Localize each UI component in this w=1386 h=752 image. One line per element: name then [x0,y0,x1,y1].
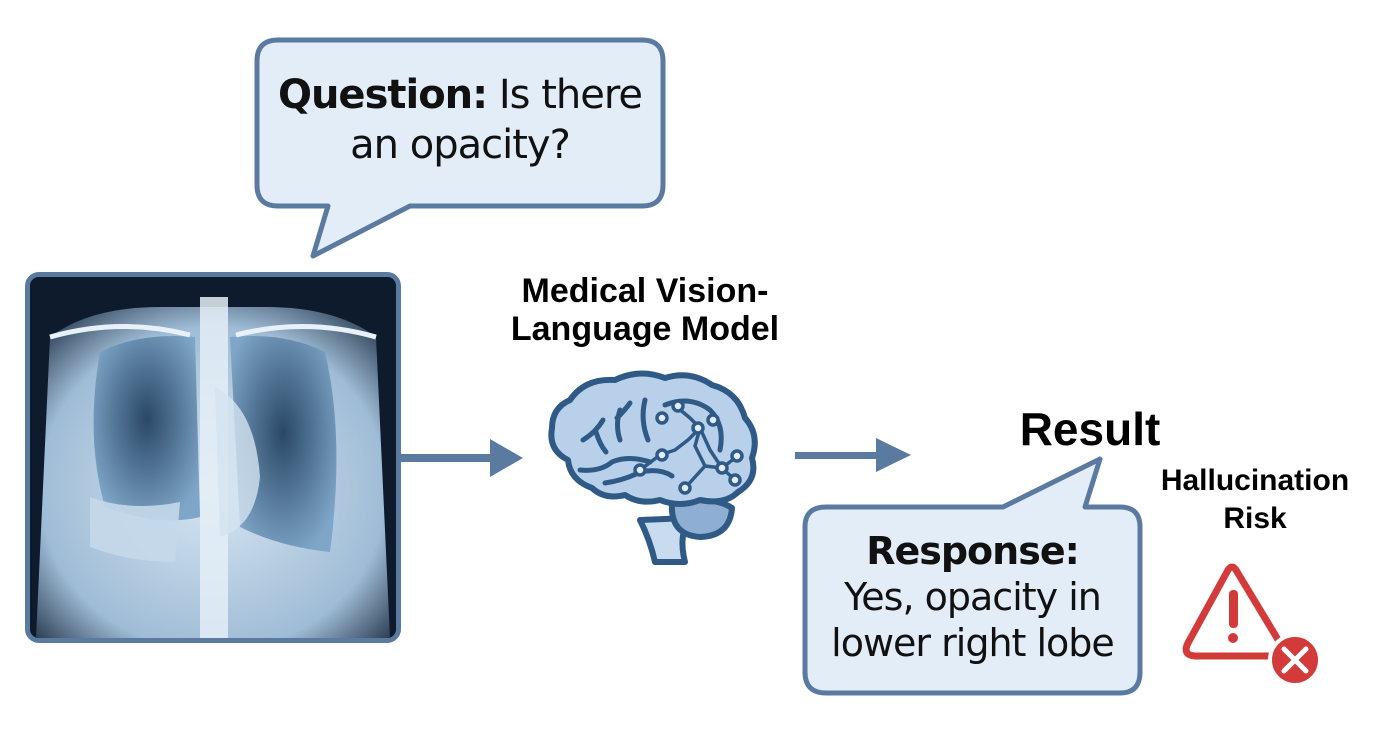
response-line1: Yes, opacity in [844,575,1102,619]
risk-label-line1: Hallucination [1160,464,1350,497]
risk-label-line2: Risk [1223,502,1287,535]
model-label: Medical Vision- Language Model [470,272,820,348]
chest-xray-graphic [30,277,396,638]
question-prefix: Question: [277,72,488,118]
arrow-to-model [400,439,523,477]
chest-xray-image [25,272,401,643]
question-bubble [254,37,666,259]
response-prefix: Response: [866,529,1080,573]
result-title: Result [1019,403,1161,455]
model-label-line1: Medical Vision- [521,272,769,310]
question-body: Is there an opacity? [350,72,643,168]
brain-circuit-icon [548,370,758,565]
model-label-line2: Language Model [510,310,780,348]
response-line2: lower right lobe [831,621,1115,665]
response-text: Response: Yes, opacity in lower right lo… [803,528,1142,666]
hallucination-risk-label: Hallucination Risk [1135,462,1375,538]
arrow-to-result [795,438,911,472]
response-bubble [802,456,1143,696]
warning-error-icon [1182,563,1322,687]
question-text: Question: Is there an opacity? [255,70,665,170]
